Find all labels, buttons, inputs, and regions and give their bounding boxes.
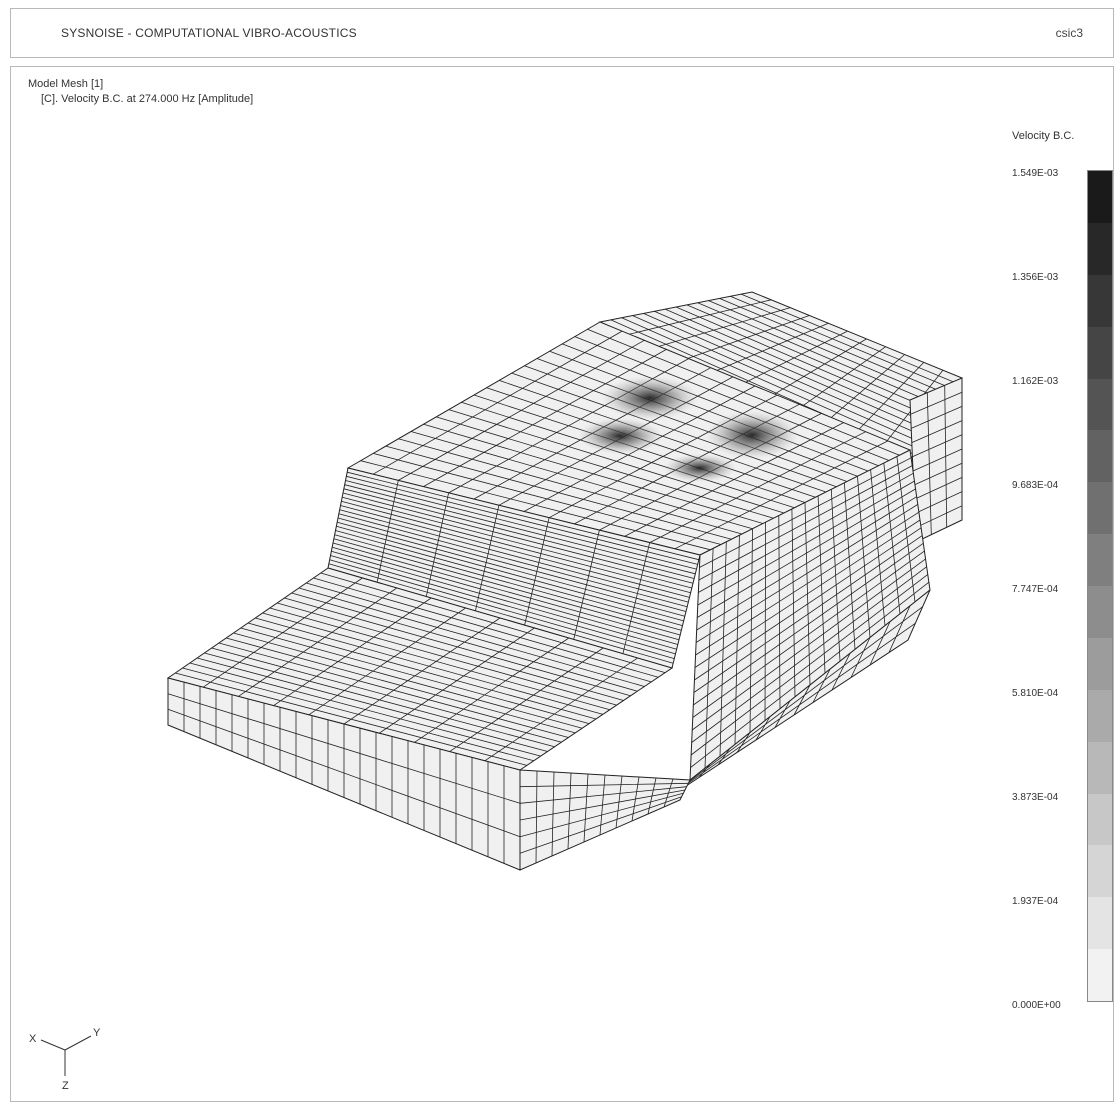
color-scale-step bbox=[1088, 689, 1112, 742]
color-scale-step bbox=[1088, 378, 1112, 431]
legend-tick: 0.000E+00 bbox=[1012, 1000, 1061, 1011]
legend-tick: 1.162E-03 bbox=[1012, 376, 1059, 387]
velocity-hot-spot bbox=[706, 411, 798, 459]
axis-y-label: Y bbox=[93, 1027, 101, 1039]
color-scale-step bbox=[1088, 274, 1112, 327]
velocity-hot-spot bbox=[664, 454, 736, 482]
color-scale-bar bbox=[1087, 170, 1113, 1002]
user-label: csic3 bbox=[1055, 26, 1083, 40]
color-scale-step bbox=[1088, 222, 1112, 275]
axis-x-label: X bbox=[29, 1033, 37, 1045]
mesh-face bbox=[519, 769, 691, 871]
legend-title: Velocity B.C. bbox=[1012, 130, 1075, 142]
legend-tick: 9.683E-04 bbox=[1012, 480, 1059, 491]
axis-triad-icon: X Y Z bbox=[29, 1027, 101, 1092]
color-scale-step bbox=[1088, 949, 1112, 1001]
color-scale-step bbox=[1088, 326, 1112, 379]
plot-header: Model Mesh [1] [C]. Velocity B.C. at 274… bbox=[28, 77, 253, 107]
legend-tick: 5.810E-04 bbox=[1012, 688, 1059, 699]
color-scale-step bbox=[1088, 845, 1112, 898]
color-scale-step bbox=[1088, 637, 1112, 690]
color-scale-step bbox=[1088, 741, 1112, 794]
color-scale-step bbox=[1088, 534, 1112, 586]
color-scale-step bbox=[1088, 586, 1112, 638]
title-bar: SYSNOISE - COMPUTATIONAL VIBRO-ACOUSTICS… bbox=[10, 8, 1114, 58]
app-title: SYSNOISE - COMPUTATIONAL VIBRO-ACOUSTICS bbox=[61, 26, 357, 40]
velocity-hot-spot bbox=[602, 376, 698, 420]
velocity-hot-spot bbox=[578, 418, 662, 454]
result-subtitle: [C]. Velocity B.C. at 274.000 Hz [Amplit… bbox=[41, 93, 254, 105]
legend-tick: 7.747E-04 bbox=[1012, 584, 1059, 595]
axis-z-label: Z bbox=[62, 1080, 69, 1092]
legend-tick: 1.937E-04 bbox=[1012, 896, 1059, 907]
color-scale-step bbox=[1088, 171, 1112, 223]
legend-tick: 1.356E-03 bbox=[1012, 272, 1059, 283]
legend-tick: 1.549E-03 bbox=[1012, 168, 1059, 179]
model-title: Model Mesh [1] bbox=[28, 78, 104, 90]
legend-tick: 3.873E-04 bbox=[1012, 792, 1059, 803]
color-scale-step bbox=[1088, 897, 1112, 950]
color-scale-step bbox=[1088, 793, 1112, 846]
color-scale-step bbox=[1088, 430, 1112, 483]
color-scale-step bbox=[1088, 482, 1112, 535]
